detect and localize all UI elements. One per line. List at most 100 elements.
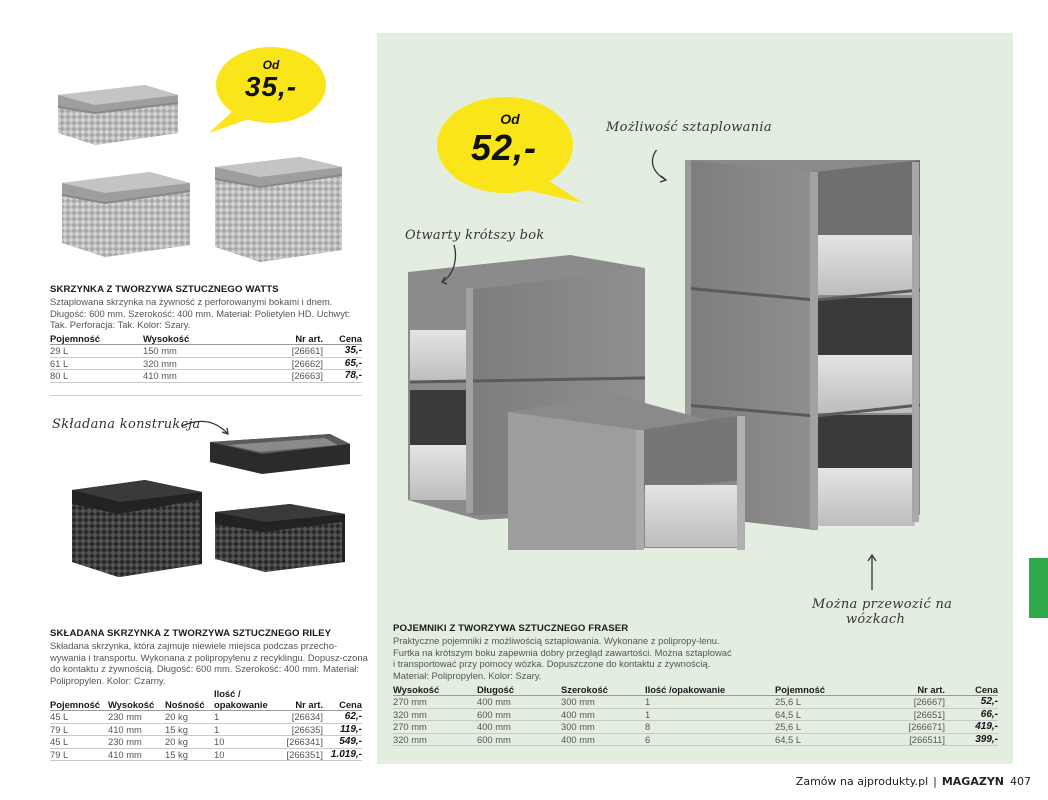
cell: 320 mm — [143, 357, 273, 371]
riley-crates-image — [72, 420, 350, 577]
cell-price: 399,- — [945, 733, 998, 747]
cell: 29 L — [50, 344, 143, 358]
cell: 61 L — [50, 357, 143, 371]
fraser-price-bubble: Od 52,- — [435, 95, 585, 205]
col-header: Cena — [945, 684, 998, 696]
cell-price: 66,- — [945, 708, 998, 722]
col-header: Pojemność — [775, 684, 885, 696]
cell: 45 L — [50, 710, 108, 724]
footer-separator: | — [933, 775, 937, 788]
cell: 45 L — [50, 735, 108, 749]
cell: 6 — [645, 733, 775, 747]
cell-price: 119,- — [323, 723, 362, 737]
note-open-side: Otwarty krótszy bok — [405, 228, 545, 243]
cell-price: 549,- — [323, 735, 362, 749]
fraser-crates-image — [408, 150, 921, 550]
watts-title: SKRZYNKA Z TWORZYWA SZTUCZNEGO WATTS — [50, 284, 279, 295]
riley-title: SKŁADANA SKRZYNKA Z TWORZYWA SZTUCZNEGO … — [50, 628, 332, 639]
watts-bubble-od: Od — [262, 58, 280, 72]
cell: 400 mm — [477, 695, 561, 709]
col-header: Nr art. — [885, 684, 945, 696]
cell-art-nr: [26662] — [273, 357, 323, 371]
cell-art-nr: [266671] — [885, 720, 945, 734]
cell: 1 — [645, 708, 775, 722]
fraser-spec-table: Wysokość Długość Szerokość Ilość /opakow… — [393, 684, 998, 747]
col-header: Cena — [323, 688, 362, 711]
col-header: Długość — [477, 684, 561, 696]
table-header-row: Wysokość Długość Szerokość Ilość /opakow… — [393, 684, 998, 696]
cell: 320 mm — [393, 733, 477, 747]
cell: 300 mm — [561, 720, 645, 734]
cell: 410 mm — [143, 369, 273, 383]
cell: 230 mm — [108, 735, 165, 749]
fraser-bubble-price: 52,- — [470, 127, 538, 168]
riley-spec-table: Pojemność Wysokość Nośność Ilość / opako… — [50, 688, 362, 762]
cell: 600 mm — [477, 733, 561, 747]
footer-order-link[interactable]: Zamów na ajprodukty.pl — [795, 775, 929, 788]
cell: 270 mm — [393, 695, 477, 709]
cell-art-nr: [266511] — [885, 733, 945, 747]
cell-price: 62,- — [323, 710, 362, 724]
cell-art-nr: [26663] — [273, 369, 323, 383]
col-header: Ilość /opakowanie — [645, 684, 775, 696]
cell-price: 1.019,- — [323, 748, 362, 762]
cell: 25,6 L — [775, 695, 885, 709]
section-divider — [50, 395, 362, 396]
cell: 1 — [645, 695, 775, 709]
cell: 400 mm — [477, 720, 561, 734]
cell: 410 mm — [108, 723, 165, 737]
cell: 15 kg — [165, 748, 214, 762]
cell: 300 mm — [561, 695, 645, 709]
cell-art-nr: [26651] — [885, 708, 945, 722]
cell: 150 mm — [143, 344, 273, 358]
riley-description: Składana skrzynka, która zajmuje niewiel… — [50, 640, 368, 686]
note-trolley-line1: Można przewozić na — [812, 597, 953, 612]
cell: 270 mm — [393, 720, 477, 734]
cell: 230 mm — [108, 710, 165, 724]
cell: 400 mm — [561, 733, 645, 747]
fraser-bubble-od: Od — [500, 111, 520, 127]
col-header: Nośność — [165, 688, 214, 711]
cell: 320 mm — [393, 708, 477, 722]
cell-art-nr: [266351] — [280, 748, 323, 762]
cell: 10 — [214, 748, 280, 762]
note-stacking: Możliwość sztaplowania — [606, 120, 772, 135]
cell: 20 kg — [165, 710, 214, 724]
cell: 410 mm — [108, 748, 165, 762]
cell-art-nr: [26667] — [885, 695, 945, 709]
cell: 15 kg — [165, 723, 214, 737]
watts-crates-image — [57, 85, 343, 262]
cell: 20 kg — [165, 735, 214, 749]
cell-price: 35,- — [323, 344, 362, 358]
cell: 1 — [214, 723, 280, 737]
watts-price-bubble: Od 35,- — [207, 45, 327, 135]
table-header-row: Pojemność Wysokość Nośność Ilość / opako… — [50, 688, 362, 711]
footer-section: MAGAZYN — [941, 775, 1004, 788]
cell-price: 65,- — [323, 357, 362, 371]
section-tab-marker — [1029, 558, 1048, 618]
col-header: Pojemność — [50, 688, 108, 711]
cell-price: 78,- — [323, 369, 362, 383]
watts-info: SKRZYNKA Z TWORZYWA SZTUCZNEGO WATTS Szt… — [50, 284, 368, 331]
cell: 79 L — [50, 748, 108, 762]
fraser-title: POJEMNIKI Z TWORZYWA SZTUCZNEGO FRASER — [393, 623, 629, 634]
cell: 8 — [645, 720, 775, 734]
col-header: Wysokość — [143, 333, 273, 345]
cell: 1 — [214, 710, 280, 724]
cell: 10 — [214, 735, 280, 749]
fraser-info: POJEMNIKI Z TWORZYWA SZTUCZNEGO FRASER P… — [393, 623, 733, 681]
col-header: Wysokość — [108, 688, 165, 711]
note-trolley-line2: wózkach — [846, 612, 906, 627]
cell-price: 419,- — [945, 720, 998, 734]
col-header: Nr art. — [280, 688, 323, 711]
col-header: Wysokość — [393, 684, 477, 696]
